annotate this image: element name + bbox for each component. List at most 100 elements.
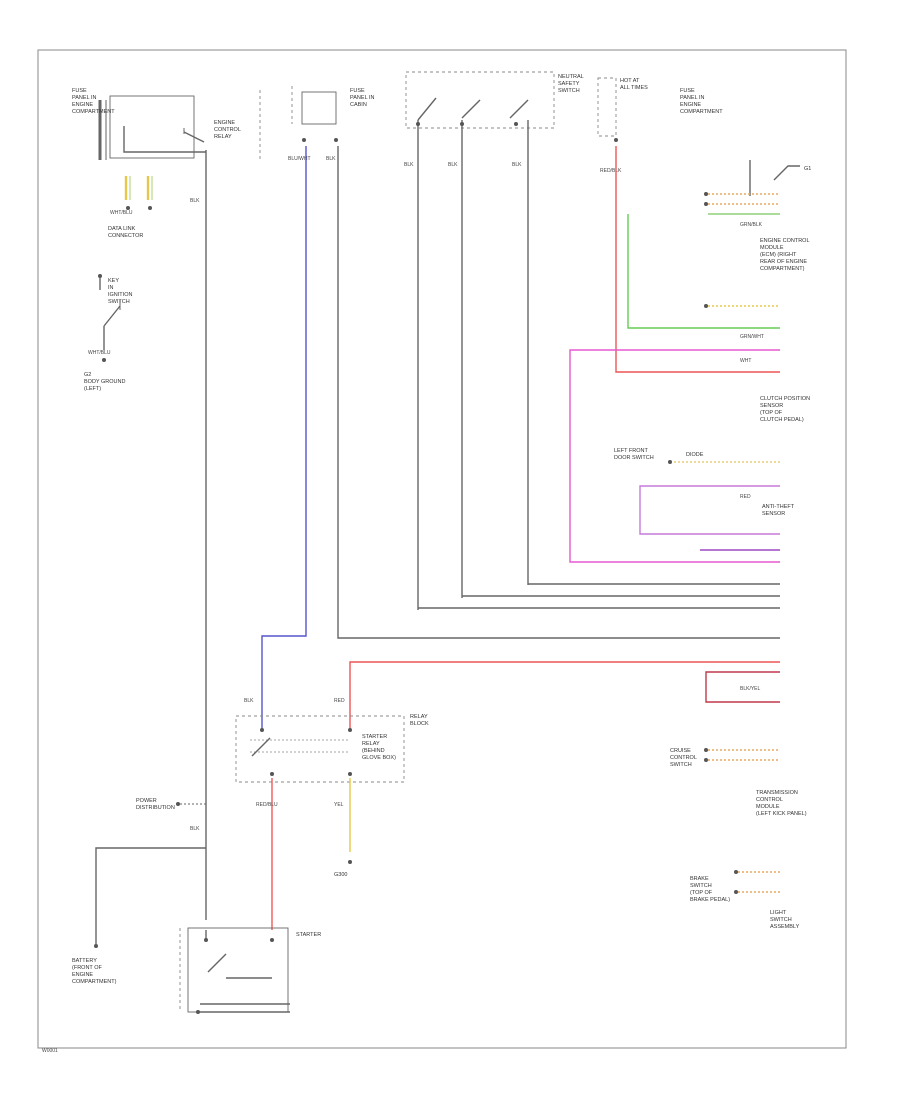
ecm-label-1: MODULE	[760, 245, 784, 251]
ground-bottom-label-0: G300	[334, 872, 347, 878]
starter-relay-b-label-0: POWER	[136, 798, 157, 804]
wire-wl13: RED	[740, 494, 751, 500]
key-in-label-3: SWITCH	[108, 299, 130, 305]
wire-magenta	[569, 349, 780, 563]
ground-small	[749, 160, 800, 196]
diode-label-0: DIODE	[686, 452, 704, 458]
relay-mid-label-1: BLOCK	[410, 721, 429, 727]
fuse-right-label-0: FUSE	[680, 88, 695, 94]
switch-top-label-2: SWITCH	[558, 88, 580, 94]
fuse-right-label-1: PANEL IN	[680, 95, 704, 101]
starter-label-0: STARTER	[296, 932, 321, 938]
fuse-right-small-label-0: HOT AT	[620, 78, 640, 84]
wire-wl17: RED/BLU	[256, 802, 278, 808]
data-link-label-1: CONNECTOR	[108, 233, 143, 239]
fuse-relay-left-label-3: COMPARTMENT	[72, 109, 115, 115]
conn-right3-label-0: LIGHT	[770, 910, 787, 916]
wire-mid-black	[337, 146, 780, 639]
wire-wl10: GRN/BLK	[740, 222, 763, 228]
power-distribution	[176, 802, 206, 806]
conn-right3-label-2: ASSEMBLY	[770, 924, 800, 930]
page-ref: W0001	[42, 1048, 58, 1054]
conn-right2-label-1: SWITCH	[690, 883, 712, 889]
sensor-mid2-label-1: SENSOR	[762, 511, 785, 517]
left-front-door-switch	[668, 460, 780, 464]
clutch-label-0: CLUTCH POSITION	[760, 396, 810, 402]
key-ground-label-2: (LEFT)	[84, 386, 101, 392]
fuse-mid	[291, 86, 338, 142]
fuse-mid-label-0: FUSE	[350, 88, 365, 94]
fuse-right	[597, 77, 618, 142]
sensor-mid-label-1: DOOR SWITCH	[614, 455, 654, 461]
wire-wl9: RED/BLK	[600, 168, 622, 174]
ecm-label-2: (ECM) (RIGHT	[760, 252, 797, 258]
fuse-right-small-label-1: ALL TIMES	[620, 85, 648, 91]
wire-purple-loop	[639, 485, 780, 535]
wire-battery-left	[95, 847, 206, 944]
wire-wl4: BLU/WHT	[288, 156, 311, 162]
relay-left-label-0: ENGINE	[214, 120, 235, 126]
light-switch-connectors	[734, 870, 780, 894]
starter-relay-label-3: GLOVE BOX)	[362, 755, 396, 761]
conn-right1-label-0: CRUISE	[670, 748, 691, 754]
transmission-label-1: CONTROL	[756, 797, 783, 803]
sensor-mid2-label-0: ANTI-THEFT	[762, 504, 795, 510]
conn-right1-label-2: SWITCH	[670, 762, 692, 768]
relay-mid-label-0: RELAY	[410, 714, 428, 720]
switch-top-label-1: SAFETY	[558, 81, 580, 87]
fuse-right-label-3: COMPARTMENT	[680, 109, 723, 115]
wire-wl14: BLK/YEL	[740, 686, 761, 692]
clutch-label-3: CLUTCH PEDAL)	[760, 417, 804, 423]
relay-left-label-2: RELAY	[214, 134, 232, 140]
fuse-right-label-2: ENGINE	[680, 102, 701, 108]
wire-red-loop	[705, 671, 780, 703]
wire-wl3: BLK	[190, 198, 200, 204]
key-in-switch	[98, 274, 121, 362]
wire-wl18: YEL	[334, 802, 344, 808]
wire-wl1: WHT/BLU	[110, 210, 133, 216]
transmission-label-3: (LEFT KICK PANEL)	[756, 811, 807, 817]
wire-wl2: WHT/BLU	[88, 350, 111, 356]
starter-relay-label-0: STARTER	[362, 734, 387, 740]
wire-wl11: GRN/WHT	[740, 334, 764, 340]
ecm-label-0: ENGINE CONTROL	[760, 238, 810, 244]
starter-relay-label-1: RELAY	[362, 741, 380, 747]
starter-relay-label-2: (BEHIND	[362, 748, 385, 754]
engine-control-relay	[98, 90, 261, 160]
wire-wl15: BLK	[244, 698, 254, 704]
starter-relay	[235, 715, 405, 783]
page-frame	[37, 49, 847, 1049]
conn-right2-label-3: BRAKE PEDAL)	[690, 897, 730, 903]
fuse-mid-label-1: PANEL IN	[350, 95, 374, 101]
key-ground-label-1: BODY GROUND	[84, 379, 125, 385]
data-link-label-0: DATA LINK	[108, 226, 136, 232]
relay-left-leads	[124, 176, 153, 210]
ecm-connectors	[627, 192, 780, 329]
switch-top-label-0: NEUTRAL	[558, 74, 584, 80]
sensor-mid-label-0: LEFT FRONT	[614, 448, 648, 454]
clutch-label-2: (TOP OF	[760, 410, 783, 416]
conn-right2-label-2: (TOP OF	[690, 890, 713, 896]
conn-right2-label-0: BRAKE	[690, 876, 709, 882]
key-in-label-0: KEY	[108, 278, 119, 284]
wire-blue	[261, 146, 307, 730]
neutral-safety-switch	[405, 71, 555, 610]
wire-wl12: WHT	[740, 358, 751, 364]
transmission-label-2: MODULE	[756, 804, 780, 810]
tcm-connectors	[704, 748, 780, 762]
wire-wl5: BLK	[326, 156, 336, 162]
wire-wl19: BLK	[190, 826, 200, 832]
transmission-label-0: TRANSMISSION	[756, 790, 798, 796]
sensor-left-front	[704, 304, 780, 308]
battery-label-0: BATTERY	[72, 958, 97, 964]
starter-motor	[179, 927, 290, 1014]
ecm-label-4: COMPARTMENT)	[760, 266, 805, 272]
key-in-label-2: IGNITION	[108, 292, 132, 298]
ecm-label-3: REAR OF ENGINE	[760, 259, 807, 265]
clutch-label-1: SENSOR	[760, 403, 783, 409]
wire-red-right	[615, 146, 780, 373]
battery-label-1: (FRONT OF	[72, 965, 102, 971]
starter-relay-b-label-1: DISTRIBUTION	[136, 805, 175, 811]
wire-wl6: BLK	[404, 162, 414, 168]
